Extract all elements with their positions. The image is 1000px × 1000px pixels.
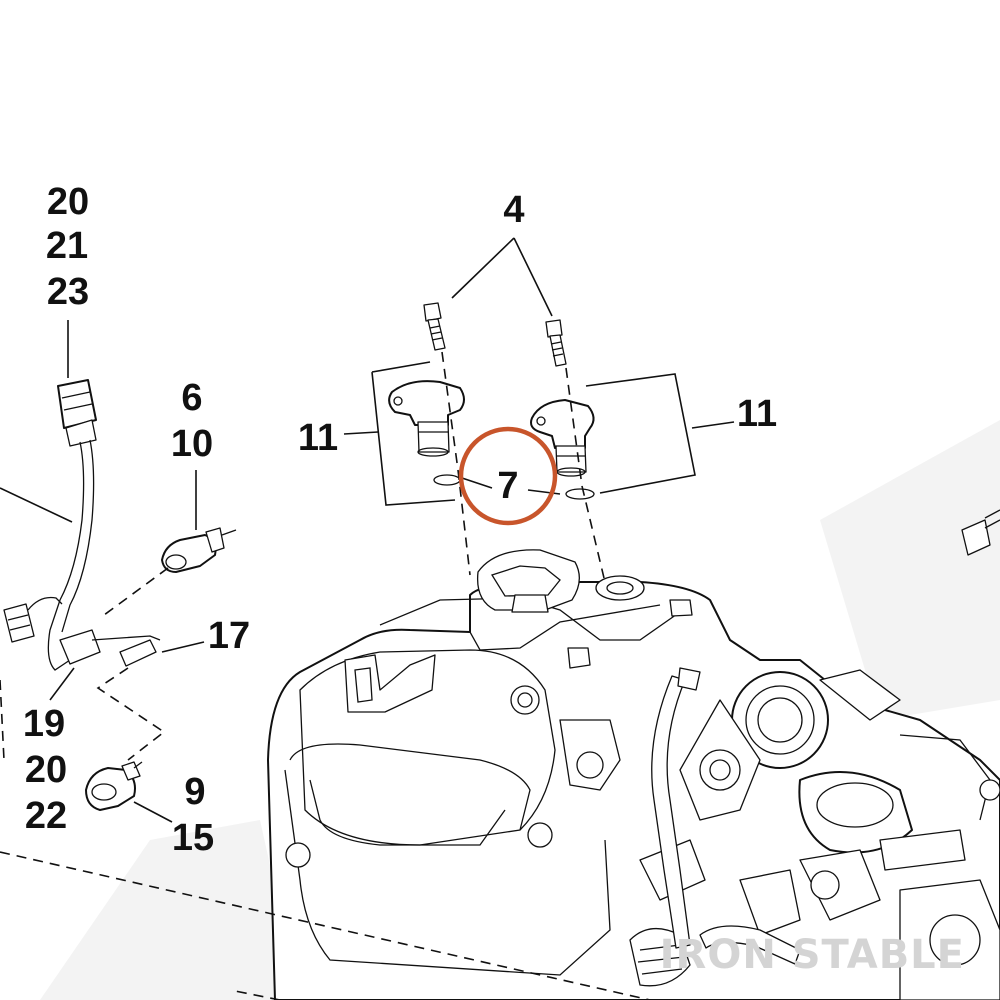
callout-22: 22 bbox=[25, 795, 67, 837]
callout-20-top: 20 bbox=[47, 181, 89, 223]
bolt-right bbox=[545, 319, 567, 367]
callout-20-bottom: 20 bbox=[25, 749, 67, 791]
pressure-sensor-9 bbox=[85, 761, 143, 811]
cylinder-head-assembly bbox=[267, 549, 1000, 1000]
callout-7: 7 bbox=[497, 465, 518, 507]
callout-11-left: 11 bbox=[298, 417, 338, 459]
callout-21: 21 bbox=[46, 225, 88, 267]
callout-4: 4 bbox=[503, 189, 524, 231]
wiring-harness-connector bbox=[3, 379, 161, 671]
edge-connector-part bbox=[961, 509, 1000, 556]
highlight-circle bbox=[458, 426, 558, 526]
callout-6: 6 bbox=[181, 377, 202, 419]
callout-17: 17 bbox=[208, 615, 250, 657]
callout-19: 19 bbox=[23, 703, 65, 745]
temp-sensor-6 bbox=[161, 527, 237, 573]
callout-9: 9 bbox=[184, 771, 205, 813]
cam-sensor-left bbox=[388, 380, 465, 457]
cam-sensor-right bbox=[530, 399, 595, 477]
callout-23: 23 bbox=[47, 271, 89, 313]
callout-10: 10 bbox=[171, 423, 213, 465]
bolt-left bbox=[423, 302, 446, 351]
callout-15: 15 bbox=[172, 817, 214, 859]
callout-11-right: 11 bbox=[737, 393, 777, 435]
brand-watermark: IRON STABLE bbox=[660, 932, 965, 978]
